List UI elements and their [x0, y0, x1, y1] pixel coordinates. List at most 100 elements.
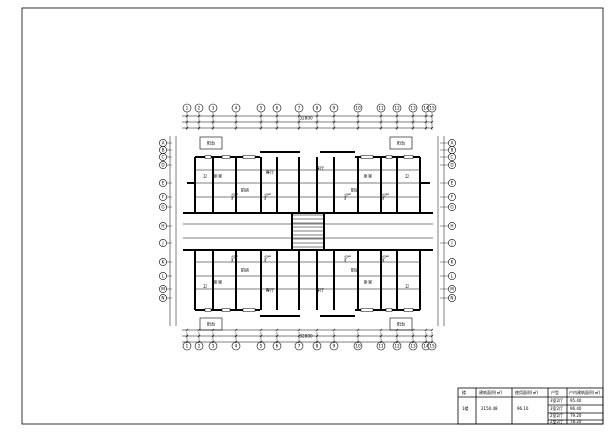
dimension-tick — [379, 334, 383, 338]
dimension-tick — [411, 120, 415, 124]
dimension-tick — [297, 114, 301, 118]
room-label: 厨房 — [351, 187, 359, 194]
top-axis-bubble-label: 6 — [276, 106, 279, 111]
bottom-axis-bubble-label: 4 — [235, 344, 238, 349]
dimension-tick — [430, 126, 434, 130]
dimension-tick — [259, 328, 263, 332]
left-axis-bubble-label: F — [162, 195, 165, 200]
left-axis-bubble-label: H — [161, 224, 164, 229]
dimension-tick — [395, 126, 399, 130]
table-use-area: 96.10 — [517, 406, 529, 411]
area-table: 楼 建筑面积(㎡) 使用面积(㎡) 户型 户内建筑面积(㎡) 1楼 2150.4… — [457, 387, 604, 425]
dimension-tick — [211, 120, 215, 124]
dimension-tick — [395, 120, 399, 124]
table-building: 1楼 — [462, 405, 469, 411]
left-axis-bubble-label: D — [161, 163, 164, 168]
door-swing — [264, 255, 272, 263]
dimension-tick — [259, 114, 263, 118]
dimension-tick — [197, 340, 201, 344]
dimension-tick — [315, 120, 319, 124]
dimension-tick — [411, 334, 415, 338]
dimension-tick — [275, 340, 279, 344]
window — [360, 308, 374, 312]
top-axis-bubble-label: 12 — [394, 106, 400, 111]
dimension-tick — [197, 126, 201, 130]
dimension-tick — [234, 114, 238, 118]
dimension-tick — [275, 120, 279, 124]
top-axis-bubble-label: 11 — [378, 106, 384, 111]
dimension-tick — [234, 334, 238, 338]
top-axis-bubble-label: 9 — [333, 106, 336, 111]
balcony — [389, 317, 413, 331]
table-unit-area-3: 79.20 — [570, 413, 582, 418]
dimension-tick — [356, 340, 360, 344]
table-unit-type-2: 3室2厅 — [550, 405, 563, 411]
dimension-tick — [356, 114, 360, 118]
top-axis-bubble-label: 1 — [186, 106, 189, 111]
dimension-tick — [379, 120, 383, 124]
room-label: 卫 — [203, 284, 207, 289]
top-axis-bubble-label: 4 — [235, 106, 238, 111]
door-swing — [382, 193, 390, 201]
left-axis-bubble-label: J — [161, 241, 163, 246]
left-axis-bubble — [159, 258, 167, 266]
dimension-tick — [424, 328, 428, 332]
window — [403, 308, 414, 312]
dimension-tick — [332, 340, 336, 344]
dimension-tick — [395, 334, 399, 338]
dimension-tick — [332, 120, 336, 124]
bottom-axis-bubble-label: 9 — [333, 344, 336, 349]
bottom-axis-bubble-label: 12 — [394, 344, 400, 349]
room-label: 卧室 — [214, 279, 222, 286]
dimension-tick — [297, 120, 301, 124]
room-label: 厨房 — [351, 267, 359, 274]
room-label: 客厅 — [316, 165, 324, 172]
dimension-tick — [332, 114, 336, 118]
window — [221, 308, 231, 312]
room-label: 厨房 — [241, 267, 249, 274]
dimension-tick — [379, 328, 383, 332]
dimension-tick — [395, 114, 399, 118]
table-header-unit-area: 户内建筑面积(㎡) — [569, 389, 601, 395]
dimension-tick — [297, 328, 301, 332]
left-axis-bubble — [159, 272, 167, 280]
bottom-axis-bubble-label: 5 — [260, 344, 263, 349]
dimension-tick — [379, 114, 383, 118]
window — [403, 155, 414, 159]
window — [385, 155, 393, 159]
dimension-tick — [411, 114, 415, 118]
left-axis-bubble-label: A — [162, 141, 165, 146]
dimension-tick — [379, 340, 383, 344]
top-axis-bubble-label: 8 — [316, 106, 319, 111]
dimension-tick — [315, 334, 319, 338]
window — [242, 155, 256, 159]
window — [385, 308, 393, 312]
balcony — [199, 317, 223, 331]
table-building-area: 2150.48 — [481, 406, 498, 411]
bottom-axis-bubble-label: 14 — [423, 344, 429, 349]
right-axis-bubble-label: H — [450, 224, 453, 229]
dimension-tick — [234, 126, 238, 130]
dimension-tick — [275, 126, 279, 130]
right-axis-bubble-label: B — [451, 148, 454, 153]
room-label: 客厅 — [316, 287, 324, 294]
left-axis-bubble-label: B — [162, 148, 165, 153]
room-label: 阳台 — [207, 140, 215, 147]
door-swing — [264, 193, 272, 201]
dimension-tick — [424, 340, 428, 344]
dimension-tick — [234, 340, 238, 344]
dimension-tick — [185, 126, 189, 130]
window — [204, 155, 212, 159]
dimension-tick — [297, 334, 301, 338]
bottom-axis-bubble-label: 13 — [410, 344, 416, 349]
dimension-tick — [197, 120, 201, 124]
right-axis-bubble-label: M — [450, 287, 454, 292]
window — [204, 308, 212, 312]
left-axis-bubble-label: C — [162, 155, 165, 160]
dimension-tick — [424, 114, 428, 118]
room-label: 客厅 — [266, 169, 274, 176]
dimension-tick — [297, 126, 301, 130]
dimension-tick — [275, 114, 279, 118]
